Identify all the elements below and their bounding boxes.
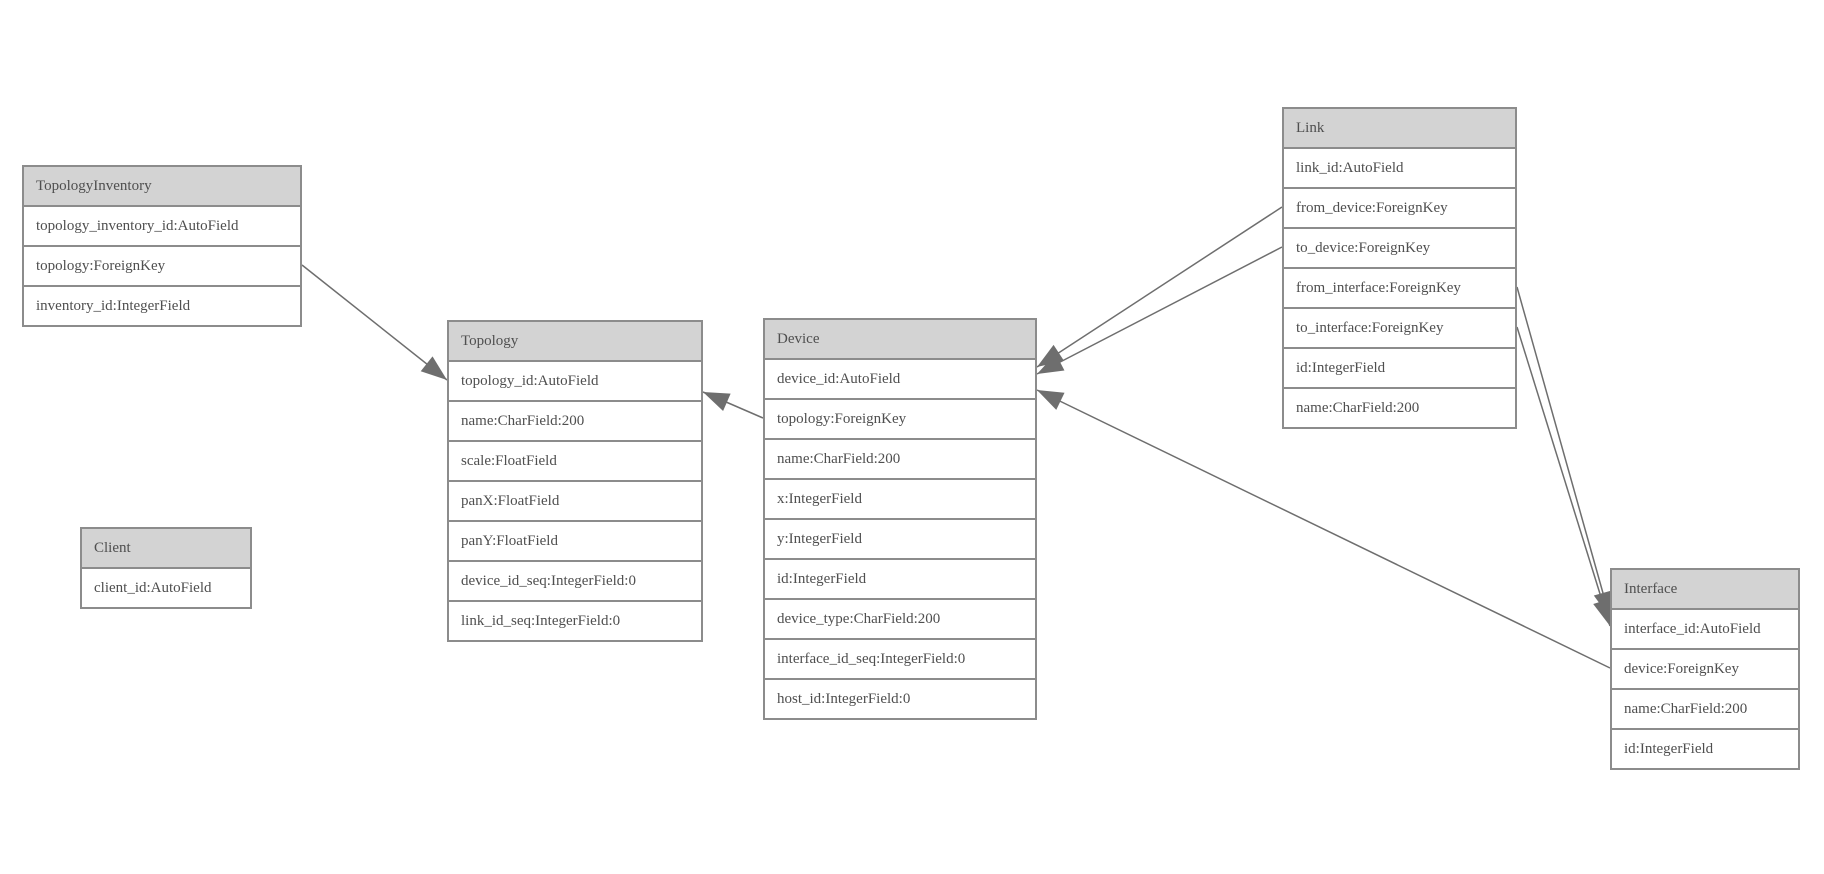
field-row-topology-inventory-inventory-id: inventory_id:IntegerField [24,285,300,325]
relation-edge-link-from_interface-to-interface [1516,286,1613,619]
field-row-device-name: name:CharField:200 [765,438,1035,478]
relation-edge-link-from_device-to-device [1036,206,1283,368]
entity-header-device: Device [765,320,1035,358]
field-row-link-to-device: to_device:ForeignKey [1284,227,1515,267]
field-row-topology-scale: scale:FloatField [449,440,701,480]
field-row-link-link-id: link_id:AutoField [1284,147,1515,187]
field-row-topology-topology-id: topology_id:AutoField [449,360,701,400]
field-row-interface-device: device:ForeignKey [1612,648,1798,688]
field-row-interface-id: id:IntegerField [1612,728,1798,768]
field-row-topology-device-id-seq: device_id_seq:IntegerField:0 [449,560,701,600]
field-row-link-name: name:CharField:200 [1284,387,1515,427]
arrowhead-icon [1037,353,1065,374]
field-row-device-device-type: device_type:CharField:200 [765,598,1035,638]
field-row-device-interface-id-seq: interface_id_seq:IntegerField:0 [765,638,1035,678]
field-row-link-to-interface: to_interface:ForeignKey [1284,307,1515,347]
relation-edge-topology_inventory-topology-to-topology [301,264,448,381]
field-row-device-host-id: host_id:IntegerField:0 [765,678,1035,718]
arrowhead-icon [703,392,731,412]
relation-edge-link-to_device-to-device [1036,246,1283,375]
field-row-client-client-id: client_id:AutoField [82,567,250,607]
relation-edge-interface-device-to-device [1036,389,1611,669]
field-row-device-x: x:IntegerField [765,478,1035,518]
field-row-topology-panY: panY:FloatField [449,520,701,560]
entity-header-interface: Interface [1612,570,1798,608]
relation-edge-device-topology-to-topology [702,391,764,419]
field-row-topology-inventory-topology-inventory-id: topology_inventory_id:AutoField [24,205,300,245]
field-row-topology-link-id-seq: link_id_seq:IntegerField:0 [449,600,701,640]
field-row-link-from-device: from_device:ForeignKey [1284,187,1515,227]
field-row-topology-name: name:CharField:200 [449,400,701,440]
field-row-topology-inventory-topology: topology:ForeignKey [24,245,300,285]
arrowhead-icon [1593,598,1612,626]
entity-header-topology: Topology [449,322,701,360]
field-row-topology-panX: panX:FloatField [449,480,701,520]
entity-header-topology-inventory: TopologyInventory [24,167,300,205]
field-row-link-id: id:IntegerField [1284,347,1515,387]
field-row-link-from-interface: from_interface:ForeignKey [1284,267,1515,307]
field-row-interface-name: name:CharField:200 [1612,688,1798,728]
entity-header-link: Link [1284,109,1515,147]
arrowhead-icon [1037,390,1065,410]
relation-edge-link-to_interface-to-interface [1516,326,1612,627]
field-row-device-device-id: device_id:AutoField [765,358,1035,398]
field-row-device-y: y:IntegerField [765,518,1035,558]
entity-header-client: Client [82,529,250,567]
field-row-device-id: id:IntegerField [765,558,1035,598]
field-row-interface-interface-id: interface_id:AutoField [1612,608,1798,648]
field-row-device-topology: topology:ForeignKey [765,398,1035,438]
arrowhead-icon [420,356,447,380]
